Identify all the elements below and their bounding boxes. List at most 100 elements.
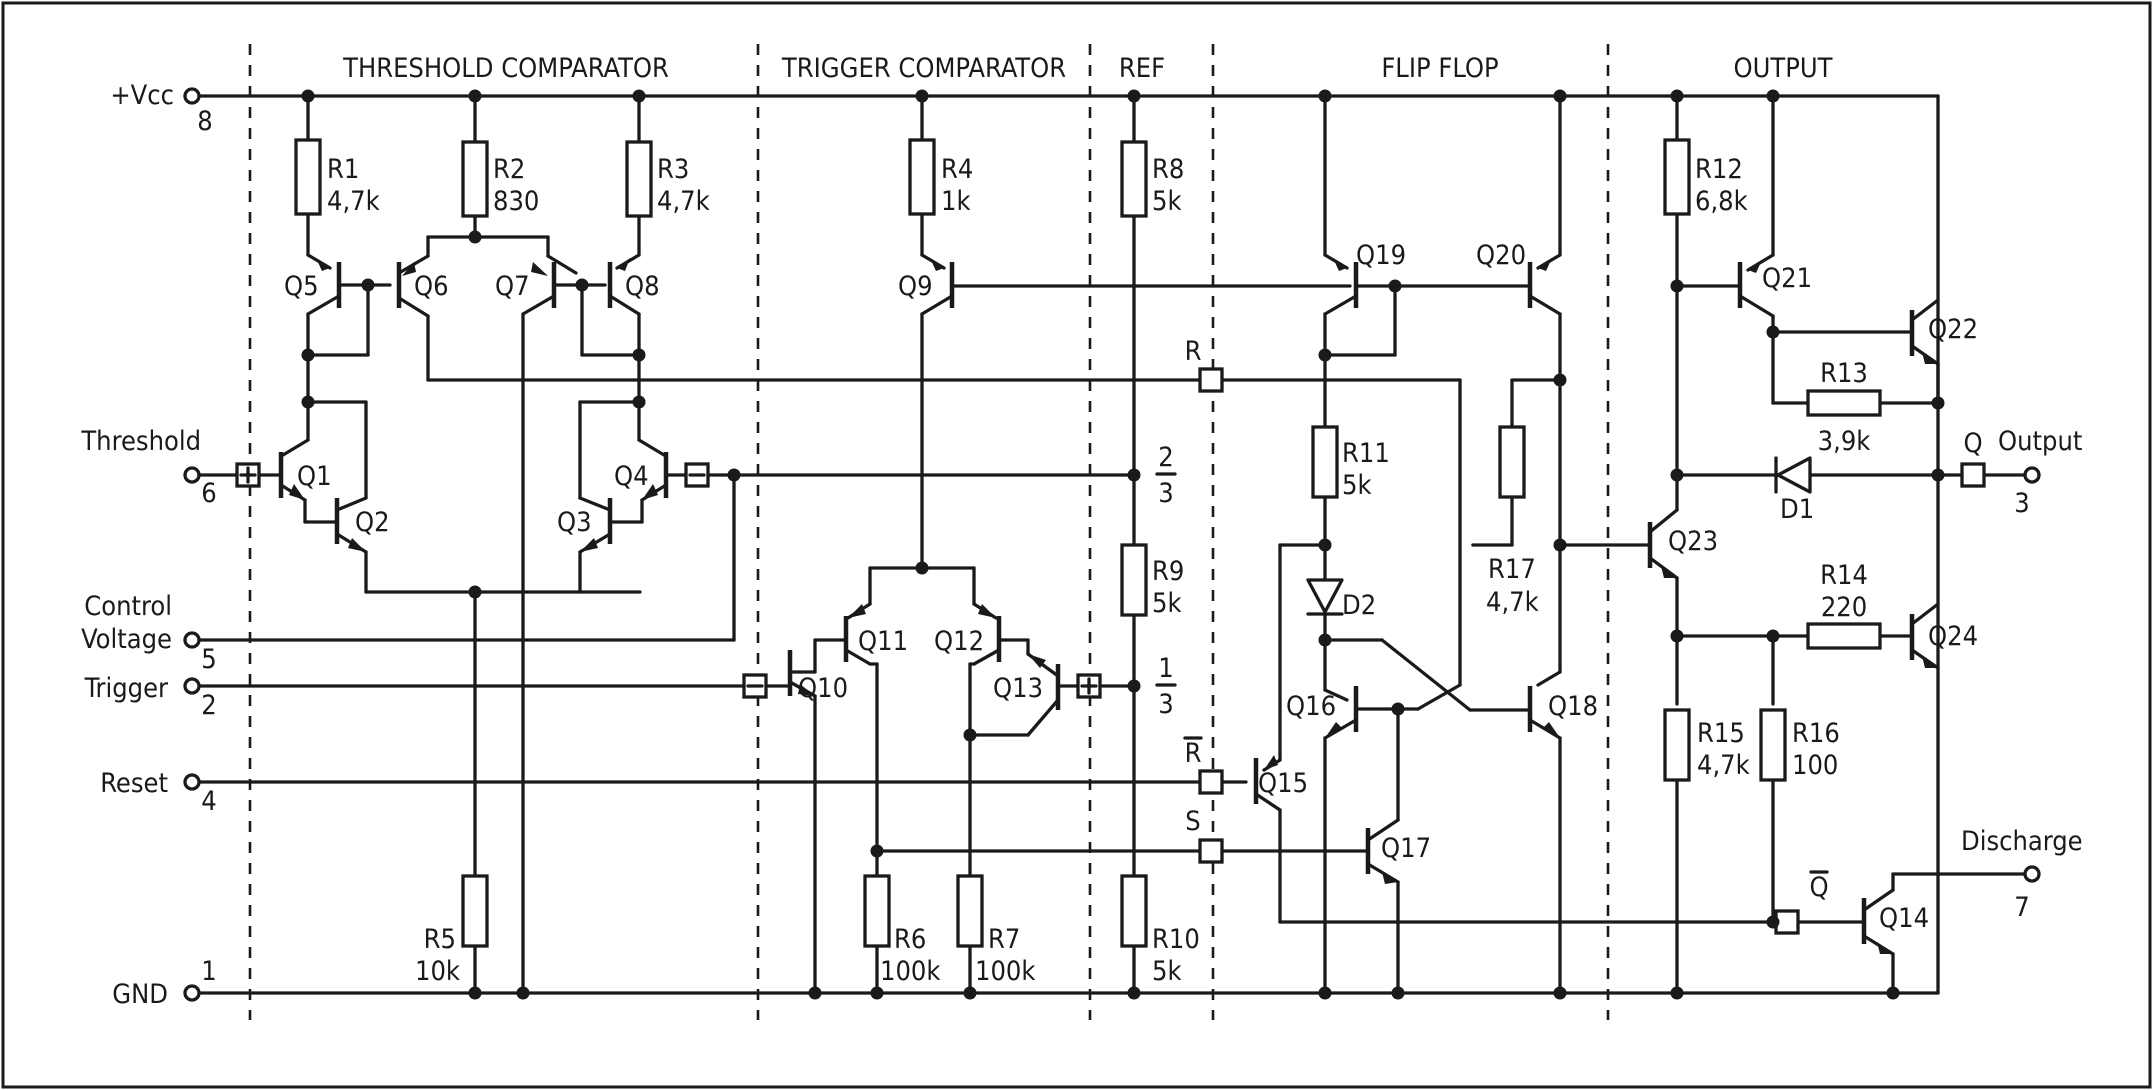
- section-title-ref: REF: [1119, 53, 1165, 84]
- section-dividers: [248, 44, 1610, 1020]
- ref-fraction-1-3-den: 3: [1158, 689, 1173, 720]
- q22-label: Q22: [1928, 314, 1978, 345]
- r4-value: 1k: [941, 186, 971, 217]
- q24-label: Q24: [1928, 621, 1978, 652]
- r1-value: 4,7k: [327, 186, 380, 217]
- r7-name: R7: [988, 924, 1020, 955]
- pin-number-control: 5: [201, 644, 216, 675]
- q11-label: Q11: [858, 626, 908, 657]
- pin-number-discharge: 7: [2014, 892, 2029, 923]
- q21-label: Q21: [1762, 263, 1812, 294]
- r12-name: R12: [1695, 154, 1743, 185]
- section-title-threshold: THRESHOLD COMPARATOR: [342, 53, 669, 84]
- signal-q-label: Q: [1963, 428, 1982, 459]
- r11-value: 5k: [1342, 470, 1372, 501]
- r3-name: R3: [657, 154, 689, 185]
- q7-label: Q7: [495, 271, 530, 302]
- emitter-arrows: [289, 258, 1938, 954]
- wires: [197, 94, 2027, 995]
- pin-label-vcc: +Vcc: [110, 80, 174, 111]
- pin-number-threshold: 6: [201, 478, 216, 509]
- signal-r-label: R: [1185, 336, 1202, 367]
- q10-label: Q10: [798, 673, 848, 704]
- ref-fraction-2-3-den: 3: [1158, 478, 1173, 509]
- r14-value: 220: [1821, 592, 1867, 623]
- q15-label: Q15: [1258, 768, 1308, 799]
- signal-qbar-label: Q: [1809, 872, 1828, 903]
- pin-label-discharge: Discharge: [1961, 826, 2083, 857]
- r10-name: R10: [1152, 924, 1200, 955]
- diode-d2: [1306, 578, 1344, 616]
- section-title-trigger: TRIGGER COMPARATOR: [781, 53, 1066, 84]
- pin-label-control: Control: [84, 591, 172, 622]
- junction-dots: [301, 89, 1945, 1000]
- q13-label: Q13: [993, 673, 1043, 704]
- d1-label: D1: [1780, 494, 1814, 525]
- transistor-labels: Q1 Q2 Q3 Q4 Q5 Q6 Q7 Q8 Q9 Q10 Q11 Q12 Q…: [284, 240, 1978, 934]
- r5-name: R5: [424, 924, 456, 955]
- pin-label-threshold: Threshold: [80, 426, 201, 457]
- r13-name: R13: [1820, 358, 1868, 389]
- r7-value: 100k: [975, 956, 1035, 987]
- r6-name: R6: [894, 924, 926, 955]
- r3-value: 4,7k: [657, 186, 710, 217]
- q5-label: Q5: [284, 271, 319, 302]
- pin-number-gnd: 1: [201, 956, 216, 987]
- signal-rbar-label: R: [1185, 738, 1202, 769]
- r8-name: R8: [1152, 154, 1184, 185]
- r11-name: R11: [1342, 438, 1390, 469]
- q18-label: Q18: [1548, 691, 1598, 722]
- r4-name: R4: [941, 154, 973, 185]
- ref-fraction-1-3-num: 1: [1158, 653, 1173, 684]
- pin-label-voltage: Voltage: [81, 624, 172, 655]
- signal-s-label: S: [1185, 806, 1200, 837]
- q20-label: Q20: [1476, 240, 1526, 271]
- q14-label: Q14: [1879, 903, 1929, 934]
- r16-value: 100: [1792, 750, 1838, 781]
- r5-value: 10k: [415, 956, 460, 987]
- d2-label: D2: [1342, 590, 1376, 621]
- r9-value: 5k: [1152, 588, 1182, 619]
- r8-value: 5k: [1152, 186, 1182, 217]
- q17-label: Q17: [1381, 833, 1431, 864]
- q19-label: Q19: [1356, 240, 1406, 271]
- q2-label: Q2: [355, 507, 390, 538]
- pin-number-vcc: 8: [197, 106, 212, 137]
- r10-value: 5k: [1152, 956, 1182, 987]
- section-title-output: OUTPUT: [1734, 53, 1833, 84]
- pin-number-reset: 4: [201, 786, 216, 817]
- pin-terminals: [183, 87, 2041, 1002]
- r15-value: 4,7k: [1697, 750, 1750, 781]
- r17-name: R17: [1488, 554, 1536, 585]
- q1-label: Q1: [297, 461, 332, 492]
- pin-label-gnd: GND: [112, 979, 168, 1010]
- q16-label: Q16: [1286, 691, 1336, 722]
- pin-label-output: Output: [1998, 426, 2082, 457]
- r2-value: 830: [493, 186, 539, 217]
- section-title-flipflop: FLIP FLOP: [1381, 53, 1498, 84]
- q3-label: Q3: [557, 507, 592, 538]
- r9-name: R9: [1152, 556, 1184, 587]
- r14-name: R14: [1820, 560, 1868, 591]
- resistor-bodies: [294, 138, 1882, 948]
- q23-label: Q23: [1668, 526, 1718, 557]
- q12-label: Q12: [934, 626, 984, 657]
- pin-number-output: 3: [2014, 488, 2029, 519]
- r6-value: 100k: [880, 956, 940, 987]
- r16-name: R16: [1792, 718, 1840, 749]
- q8-label: Q8: [625, 271, 660, 302]
- pin-number-trigger: 2: [201, 690, 216, 721]
- q6-label: Q6: [414, 271, 449, 302]
- pin-label-trigger: Trigger: [84, 673, 168, 704]
- resistor-labels: R1 4,7k R2 830 R3 4,7k R4 1k R5 10k R6 1…: [327, 154, 1870, 987]
- q4-label: Q4: [614, 461, 649, 492]
- pin-label-reset: Reset: [100, 768, 168, 799]
- diode-d1: [1774, 456, 1812, 494]
- r2-name: R2: [493, 154, 525, 185]
- r13-value: 3,9k: [1818, 426, 1871, 457]
- r1-name: R1: [327, 154, 359, 185]
- r17-value: 4,7k: [1486, 587, 1539, 618]
